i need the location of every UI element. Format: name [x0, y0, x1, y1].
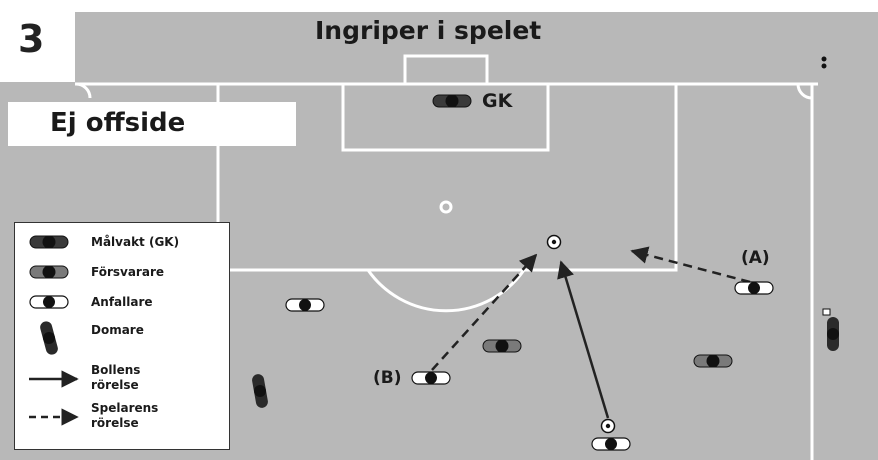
goalkeeper-icon: [432, 94, 472, 108]
ball-icon: [546, 234, 562, 250]
player-a-movement-arrow: [630, 246, 751, 284]
number-box: [0, 0, 75, 82]
diagram-number: 3: [18, 17, 45, 61]
goal: [403, 54, 489, 86]
corner-arc-left: [75, 82, 92, 99]
defender-icon: [482, 339, 522, 353]
linesman-flag-icon: [822, 308, 831, 316]
goalkeeper-icon: [29, 235, 69, 249]
player-b-label: (B): [373, 368, 402, 388]
player-b-movement-arrow: [431, 253, 538, 371]
diagram-title: Ingriper i spelet: [315, 16, 542, 45]
legend-label: Anfallare: [91, 295, 153, 309]
referee-icon: [827, 317, 839, 351]
referee-icon: [252, 374, 268, 408]
defender-icon: [693, 354, 733, 368]
corner-arc-right: [796, 83, 813, 100]
corner-flag-icon: [821, 56, 827, 69]
legend-label: rörelse: [91, 378, 139, 392]
attacker-icon: [285, 298, 325, 312]
defender-icon: [29, 265, 69, 279]
legend-label: Försvarare: [91, 265, 165, 279]
attacker-icon: [29, 295, 69, 309]
goalkeeper-label: GK: [482, 90, 513, 112]
legend-label: Domare: [91, 323, 144, 337]
penalty-spot: [439, 200, 453, 214]
player-movement-arrow-icon: [29, 408, 79, 426]
field-lines: [75, 54, 818, 460]
legend-label: Bollens: [91, 363, 141, 377]
subtitle-box: [8, 102, 296, 146]
ball-movement-arrow-icon: [29, 370, 79, 388]
ball-movement-arrow: [557, 260, 610, 419]
ball-icon: [600, 418, 616, 434]
referee-icon: [40, 321, 58, 355]
legend-label: Spelarens: [91, 401, 159, 415]
attacker-icon: [411, 371, 451, 385]
legend-label: rörelse: [91, 416, 139, 430]
top-margin: [75, 0, 878, 12]
diagram-subtitle: Ej offside: [50, 108, 186, 138]
attacker-icon: [591, 437, 631, 451]
player-a-label: (A): [741, 248, 770, 268]
legend: Målvakt (GK) Försvarare Anfallare Domare…: [14, 222, 230, 450]
attacker-icon: [734, 281, 774, 295]
legend-label: Målvakt (GK): [91, 235, 180, 249]
